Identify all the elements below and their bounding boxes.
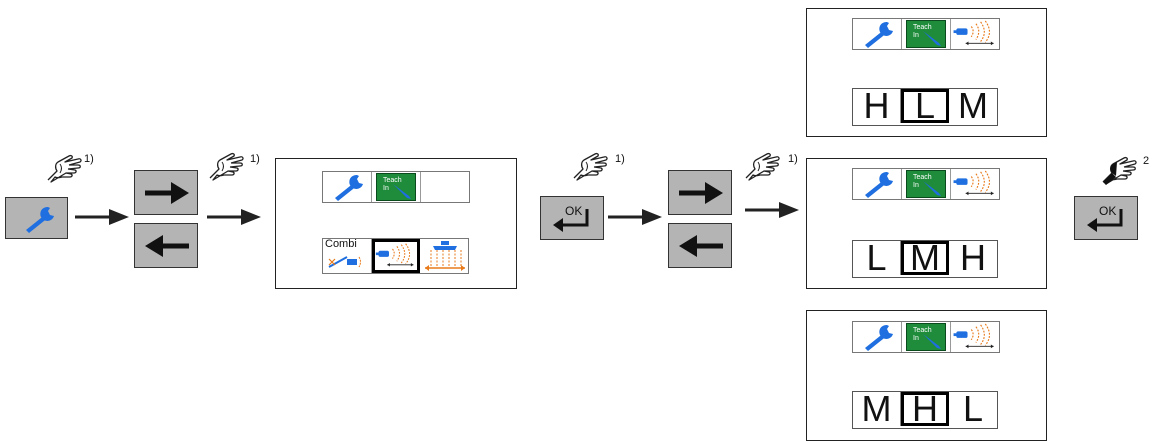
in-text: In bbox=[913, 335, 919, 342]
enter-icon bbox=[547, 201, 597, 237]
footnote-marker: 1) bbox=[250, 153, 260, 165]
distance-sensor-icon bbox=[952, 323, 998, 351]
arrow-right-icon bbox=[679, 182, 723, 204]
pen-icon bbox=[923, 181, 941, 196]
height-option[interactable]: H bbox=[853, 88, 901, 124]
distance-sensor-icon bbox=[375, 242, 417, 270]
height-option[interactable]: H bbox=[960, 237, 986, 278]
height-option[interactable]: L bbox=[962, 388, 984, 429]
ok-button[interactable]: OK bbox=[1074, 196, 1138, 240]
height-option[interactable]: L bbox=[853, 240, 901, 276]
boom-icon-cell[interactable] bbox=[420, 239, 468, 273]
combi-icon-cell[interactable]: Combi bbox=[323, 239, 372, 273]
hand-press-icon bbox=[45, 150, 85, 184]
flow-arrow bbox=[608, 209, 662, 225]
wrench-icon bbox=[18, 204, 58, 234]
height-letters: H L M bbox=[852, 88, 998, 126]
footnote-marker: 1) bbox=[615, 153, 625, 165]
in-text: In bbox=[913, 182, 919, 189]
sensor-icon-cell[interactable] bbox=[951, 169, 999, 199]
combi-icon bbox=[328, 256, 361, 268]
footnote-marker: 1) bbox=[788, 153, 798, 165]
teach-text: Teach bbox=[913, 174, 932, 181]
wrench-icon bbox=[857, 19, 897, 49]
height-letters: L M H bbox=[852, 240, 998, 278]
footnote-marker: 2 bbox=[1143, 155, 1150, 167]
pen-icon bbox=[393, 184, 411, 199]
height-letters: M H L bbox=[852, 391, 998, 429]
height-option-selected[interactable]: L bbox=[901, 88, 949, 124]
flow-arrow bbox=[745, 202, 799, 218]
wrench-icon bbox=[857, 169, 897, 199]
enter-icon bbox=[1081, 201, 1131, 237]
pen-icon bbox=[923, 334, 941, 349]
pen-icon bbox=[923, 31, 941, 46]
teach-text: Teach bbox=[383, 177, 402, 184]
arrow-right-icon bbox=[145, 182, 189, 204]
teach-text: Teach bbox=[913, 24, 932, 31]
wrench-icon-cell[interactable] bbox=[853, 19, 902, 49]
height-option-selected[interactable]: H bbox=[901, 391, 949, 427]
sensor-icon-cell[interactable] bbox=[951, 322, 999, 352]
arrow-left-icon bbox=[145, 235, 189, 257]
distance-sensor-icon bbox=[952, 20, 998, 48]
wrench-icon-cell[interactable] bbox=[853, 322, 902, 352]
height-option-selected[interactable]: M bbox=[901, 240, 949, 276]
boom-height-icon bbox=[425, 241, 465, 271]
sensor-icon-cell[interactable] bbox=[951, 19, 999, 49]
combi-label: Combi bbox=[325, 239, 357, 250]
in-text: In bbox=[383, 185, 389, 192]
right-arrow-button[interactable] bbox=[134, 170, 198, 215]
wrench-button[interactable] bbox=[5, 197, 68, 239]
right-arrow-button[interactable] bbox=[668, 170, 732, 215]
distance-sensor-icon bbox=[952, 170, 998, 198]
wrench-icon bbox=[857, 322, 897, 352]
hand-press-icon bbox=[207, 148, 247, 182]
hand-press-icon bbox=[571, 148, 611, 182]
flow-arrow bbox=[207, 209, 261, 225]
ok-label: OK bbox=[1099, 204, 1117, 218]
arrow-left-icon bbox=[679, 235, 723, 257]
ok-label: OK bbox=[565, 204, 583, 218]
footnote-marker: 1) bbox=[84, 153, 94, 165]
wrench-icon bbox=[327, 172, 367, 202]
wrench-icon-cell[interactable] bbox=[853, 169, 902, 199]
wrench-icon-cell[interactable] bbox=[323, 172, 372, 202]
hand-long-press-icon bbox=[1100, 152, 1140, 186]
ok-button[interactable]: OK bbox=[540, 196, 604, 240]
flow-arrow bbox=[75, 209, 129, 225]
empty-icon-cell bbox=[421, 172, 469, 202]
left-arrow-button[interactable] bbox=[668, 223, 732, 268]
left-arrow-button[interactable] bbox=[134, 223, 198, 268]
hand-press-icon bbox=[743, 148, 783, 182]
function-icon-row: Combi bbox=[322, 238, 469, 274]
height-option[interactable]: M bbox=[853, 391, 901, 427]
height-option[interactable]: M bbox=[958, 85, 988, 126]
sensor-icon-cell-selected[interactable] bbox=[372, 239, 420, 273]
teach-text: Teach bbox=[913, 327, 932, 334]
in-text: In bbox=[913, 32, 919, 39]
